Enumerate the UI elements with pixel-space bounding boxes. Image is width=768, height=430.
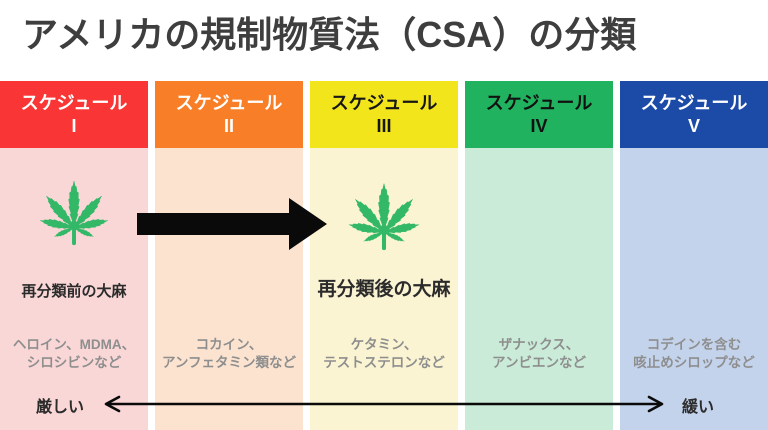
column-header-label: スケジュール [485, 93, 593, 113]
strict-label: 厳しい [36, 399, 85, 416]
column-header-numeral: I [71, 115, 77, 136]
drug-examples-3: ケタミン、 テストステロンなど [323, 337, 445, 371]
column-header-4: スケジュール IV [465, 81, 613, 148]
column-header-label: スケジュール [20, 93, 128, 113]
column-header-3: スケジュール III [310, 81, 458, 148]
column-body-5: コデインを含む 咳止めシロップなど [620, 148, 768, 430]
column-header-5: スケジュール V [620, 81, 768, 148]
schedule-column-3: スケジュール III 再分類後の大麻 ケタミン、 テストステロンなど [310, 81, 458, 430]
column-header-numeral: III [376, 115, 392, 136]
drug-examples-4: ザナックス、 アンビエンなど [492, 337, 586, 371]
right-arrow-icon [137, 198, 327, 250]
lenient-label: 緩い [682, 399, 715, 416]
column-body-2: コカイン、 アンフェタミン類など [155, 148, 303, 430]
column-header-numeral: V [687, 115, 700, 136]
page-title: アメリカの規制物質法（CSA）の分類 [22, 14, 637, 55]
column-header-numeral: IV [530, 115, 548, 136]
column-body-3: 再分類後の大麻 ケタミン、 テストステロンなど [310, 148, 458, 430]
cannabis-leaf-icon [27, 166, 121, 269]
schedule-column-4: スケジュール IV ザナックス、 アンビエンなど [465, 81, 613, 430]
leaf-caption-before: 再分類前の大麻 [21, 283, 127, 300]
column-header-numeral: II [223, 115, 234, 136]
column-body-4: ザナックス、 アンビエンなど [465, 148, 613, 430]
leaf-caption-after: 再分類後の大麻 [317, 279, 451, 300]
column-header-label: スケジュール [330, 93, 438, 113]
schedule-column-5: スケジュール V コデインを含む 咳止めシロップなど [620, 81, 768, 430]
cannabis-leaf-icon [336, 168, 433, 275]
drug-examples-5: コデインを含む 咳止めシロップなど [633, 337, 755, 371]
schedule-columns: スケジュール I 再分類前の大麻 ヘロイン、MDMA、 シロシビンなど スケジュ… [0, 81, 768, 430]
column-header-label: スケジュール [175, 93, 283, 113]
schedule-column-2: スケジュール II コカイン、 アンフェタミン類など [155, 81, 303, 430]
column-body-1: 再分類前の大麻 ヘロイン、MDMA、 シロシビンなど [0, 148, 148, 430]
double-arrow-icon [104, 395, 664, 413]
column-header-label: スケジュール [640, 93, 748, 113]
drug-examples-2: コカイン、 アンフェタミン類など [161, 337, 297, 371]
column-header-1: スケジュール I [0, 81, 148, 148]
column-header-2: スケジュール II [155, 81, 303, 148]
schedule-column-1: スケジュール I 再分類前の大麻 ヘロイン、MDMA、 シロシビンなど [0, 81, 148, 430]
drug-examples-1: ヘロイン、MDMA、 シロシビンなど [12, 337, 136, 371]
